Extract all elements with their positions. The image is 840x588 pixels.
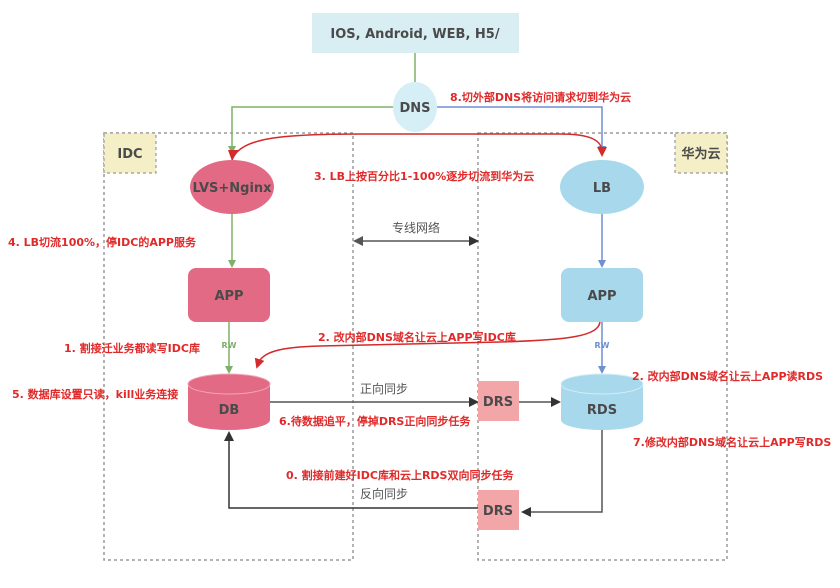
cloud-app-node: APP <box>561 268 643 322</box>
step2-read-annotation: 2. 改内部DNS域名让云上APP读RDS <box>632 369 823 383</box>
cloud-app-label: APP <box>587 289 616 304</box>
clients-label: IOS, Android, WEB, H5/ <box>330 27 499 42</box>
cloud-region-tag: 华为云 <box>674 132 728 174</box>
cloud-app-to-idc-db-curve <box>254 321 601 369</box>
step5-annotation: 5. 数据库设置只读，kill业务连接 <box>12 387 178 401</box>
idc-rw-label: RW <box>222 341 237 350</box>
cloud-rds-node: RDS <box>560 373 644 430</box>
idc-app-label: APP <box>214 289 243 304</box>
idc-region-tag: IDC <box>103 132 157 174</box>
dns-to-lb-arrow <box>437 106 606 154</box>
step3-annotation: 3. LB上按百分比1-100%逐步切流到华为云 <box>314 169 534 183</box>
idc-db-label: DB <box>219 403 240 418</box>
step0-annotation: 0. 割接前建好IDC库和云上RDS双向同步任务 <box>286 468 514 482</box>
step8-annotation: 8.切外部DNS将访问请求切到华为云 <box>450 90 631 104</box>
clients-node: IOS, Android, WEB, H5/ <box>312 13 519 53</box>
idc-lb-node: LVS+Nginx <box>190 160 274 214</box>
cloud-rds-label: RDS <box>587 403 617 418</box>
step6-annotation: 6.待数据追平，停掉DRS正向同步任务 <box>279 414 471 428</box>
step7-annotation: 7.修改内部DNS域名让云上APP写RDS <box>633 435 831 449</box>
drs-reverse-node: DRS <box>478 490 519 530</box>
idc-db-node: DB <box>187 373 271 430</box>
cloud-rw-label: RW <box>595 341 610 350</box>
idc-region-label: IDC <box>117 147 142 162</box>
cloud-lb-node: LB <box>560 160 644 214</box>
cloud-lb-label: LB <box>593 181 611 196</box>
step2-write-annotation: 2. 改内部DNS域名让云上APP写IDC库 <box>318 330 516 344</box>
dedicated-network-label: 专线网络 <box>392 220 440 235</box>
dns-to-lvs-arrow <box>228 106 393 154</box>
dns-label: DNS <box>399 101 430 116</box>
reverse-sync-label: 反向同步 <box>360 486 408 501</box>
step1-annotation: 1. 割接迁业务都读写IDC库 <box>64 341 200 355</box>
idc-region <box>103 132 354 561</box>
lb-cutover-curve <box>231 133 607 161</box>
step4-annotation: 4. LB切流100%，停IDC的APP服务 <box>8 235 197 249</box>
idc-app-node: APP <box>188 268 270 322</box>
drs-reverse-label: DRS <box>483 504 513 519</box>
idc-lb-label: LVS+Nginx <box>192 181 272 196</box>
cloud-region-label: 华为云 <box>681 146 720 162</box>
reverse-sync-arrow <box>224 431 478 509</box>
drs-forward-label: DRS <box>483 395 513 410</box>
lvs-red-arrowhead <box>228 150 238 161</box>
dns-node: DNS <box>393 82 437 132</box>
cloud-region <box>477 132 728 561</box>
drs-forward-node: DRS <box>478 381 519 421</box>
forward-sync-label: 正向同步 <box>360 381 408 396</box>
rds-to-drs-reverse-line <box>521 430 603 517</box>
